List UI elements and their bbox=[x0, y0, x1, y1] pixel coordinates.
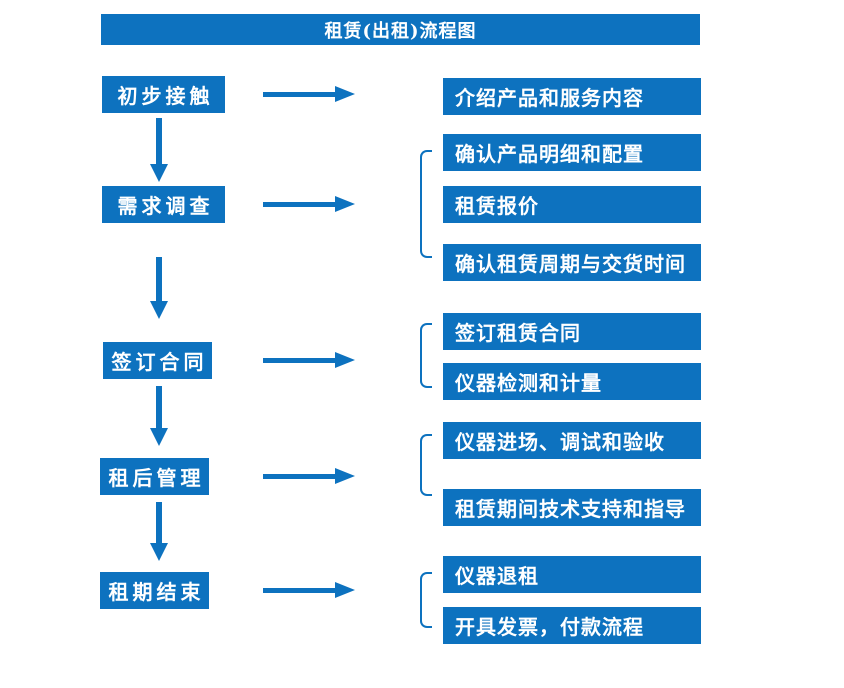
bracket-icon-sign-contract-group bbox=[420, 323, 432, 388]
right-arrow-head bbox=[335, 582, 355, 598]
right-arrow-icon-1 bbox=[263, 86, 355, 102]
right-arrow-shaft bbox=[263, 474, 335, 479]
detail-box-instrument-testing-metering: 仪器检测和计量 bbox=[443, 363, 701, 400]
bracket-icon-rental-end-group bbox=[420, 572, 432, 628]
down-arrow-shaft bbox=[156, 502, 162, 545]
down-arrow-icon-2 bbox=[150, 257, 168, 319]
right-arrow-icon-3 bbox=[263, 352, 355, 368]
right-arrow-head bbox=[335, 86, 355, 102]
bracket-icon-demand-survey-group bbox=[420, 150, 432, 258]
stage-box-initial-contact: 初步接触 bbox=[102, 76, 225, 113]
stage-box-post-rental-management: 租后管理 bbox=[100, 458, 209, 495]
down-arrow-head bbox=[150, 164, 168, 182]
right-arrow-icon-5 bbox=[263, 582, 355, 598]
right-arrow-icon-2 bbox=[263, 196, 355, 212]
right-arrow-head bbox=[335, 352, 355, 368]
down-arrow-icon-4 bbox=[150, 502, 168, 561]
detail-box-rental-tech-support-guidance: 租赁期间技术支持和指导 bbox=[443, 489, 701, 526]
right-arrow-shaft bbox=[263, 92, 335, 97]
down-arrow-head bbox=[150, 428, 168, 446]
detail-box-invoice-payment-process: 开具发票，付款流程 bbox=[443, 607, 701, 644]
bracket-icon-post-rental-group bbox=[420, 434, 432, 496]
detail-box-confirm-period-delivery-time: 确认租赁周期与交货时间 bbox=[443, 244, 701, 281]
right-arrow-head bbox=[335, 196, 355, 212]
down-arrow-head bbox=[150, 543, 168, 561]
detail-box-instrument-entry-debug-acceptance: 仪器进场、调试和验收 bbox=[443, 422, 701, 459]
detail-box-rental-quotation: 租赁报价 bbox=[443, 186, 701, 223]
detail-box-introduce-products-services: 介绍产品和服务内容 bbox=[443, 78, 701, 115]
down-arrow-icon-3 bbox=[150, 386, 168, 446]
down-arrow-shaft bbox=[156, 386, 162, 430]
stage-box-demand-survey: 需求调查 bbox=[102, 186, 225, 223]
detail-box-confirm-product-details-config: 确认产品明细和配置 bbox=[443, 134, 701, 171]
flowchart-title: 租赁(出租)流程图 bbox=[101, 14, 700, 45]
right-arrow-shaft bbox=[263, 202, 335, 207]
right-arrow-shaft bbox=[263, 588, 335, 593]
down-arrow-head bbox=[150, 301, 168, 319]
down-arrow-shaft bbox=[156, 257, 162, 303]
stage-box-sign-contract: 签订合同 bbox=[103, 342, 212, 379]
down-arrow-icon-1 bbox=[150, 118, 168, 182]
right-arrow-shaft bbox=[263, 358, 335, 363]
down-arrow-shaft bbox=[156, 118, 162, 166]
right-arrow-icon-4 bbox=[263, 468, 355, 484]
right-arrow-head bbox=[335, 468, 355, 484]
detail-box-instrument-return: 仪器退租 bbox=[443, 556, 701, 593]
stage-box-rental-period-end: 租期结束 bbox=[100, 572, 209, 609]
detail-box-sign-rental-contract: 签订租赁合同 bbox=[443, 313, 701, 350]
